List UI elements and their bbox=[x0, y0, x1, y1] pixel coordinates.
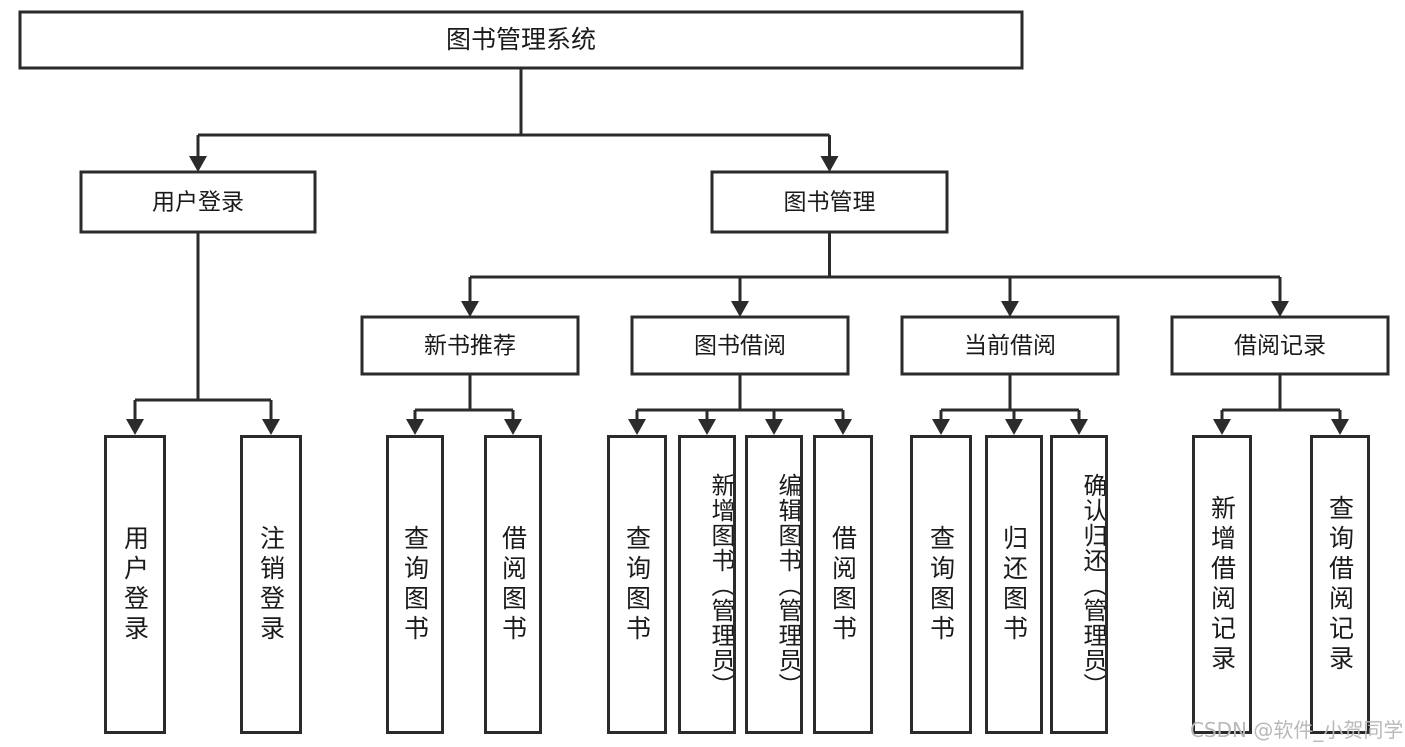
arrow-to-leaf-borrow-book-1 bbox=[504, 410, 522, 435]
arrow-to-book-manage bbox=[820, 135, 839, 172]
arrow-to-leaf-borrow-book-2 bbox=[834, 410, 852, 435]
leaf-label-leaf-user-login: 用户登录 bbox=[120, 524, 150, 645]
arrow-to-current-borrow bbox=[1001, 277, 1019, 317]
node-label-book-manage: 图书管理 bbox=[784, 190, 876, 216]
arrow-to-user-login bbox=[189, 135, 207, 172]
leaf-node-leaf-query-book-3[interactable]: 查询图书 bbox=[910, 435, 972, 734]
leaf-node-leaf-query-book-2[interactable]: 查询图书 bbox=[607, 435, 667, 734]
leaf-label-leaf-return-book: 归还图书 bbox=[999, 524, 1029, 645]
node-box-root bbox=[18, 10, 1024, 70]
node-label-borrow-record: 借阅记录 bbox=[1234, 333, 1326, 359]
node-label-current-borrow: 当前借阅 bbox=[964, 333, 1056, 359]
node-box-current-borrow bbox=[900, 315, 1120, 376]
leaf-label-leaf-query-book-3: 查询图书 bbox=[926, 524, 956, 645]
leaf-label-leaf-add-borrow-record: 新增借阅记录 bbox=[1207, 494, 1237, 675]
arrow-to-leaf-query-book-3 bbox=[932, 410, 950, 435]
leaf-label-leaf-borrow-book-2: 借阅图书 bbox=[828, 524, 858, 645]
arrow-to-leaf-query-book-1 bbox=[406, 410, 424, 435]
leaf-label-leaf-query-book-1: 查询图书 bbox=[400, 524, 430, 645]
leaf-label-leaf-confirm-return-admin: 确认归还（管理员） bbox=[1079, 473, 1107, 698]
node-box-book-borrow bbox=[630, 315, 850, 376]
node-label-root: 图书管理系统 bbox=[446, 25, 596, 54]
arrow-to-leaf-add-book-admin bbox=[698, 410, 716, 435]
leaf-node-leaf-query-book-1[interactable]: 查询图书 bbox=[386, 435, 444, 734]
arrow-to-borrow-record bbox=[1271, 277, 1289, 317]
watermark-label: CSDN @软件_小贺同学 bbox=[1190, 718, 1404, 742]
leaf-label-leaf-borrow-book-1: 借阅图书 bbox=[498, 524, 528, 645]
node-new-book-recommend[interactable]: 新书推荐 bbox=[360, 315, 580, 376]
arrow-to-leaf-logout bbox=[262, 400, 280, 435]
node-borrow-record[interactable]: 借阅记录 bbox=[1170, 315, 1390, 376]
arrow-to-leaf-edit-book-admin bbox=[765, 410, 783, 435]
leaf-label-leaf-query-book-2: 查询图书 bbox=[622, 524, 652, 645]
leaf-label-leaf-query-borrow-record: 查询借阅记录 bbox=[1325, 494, 1355, 675]
node-user-login[interactable]: 用户登录 bbox=[79, 170, 317, 234]
leaf-node-leaf-add-book-admin[interactable]: 新增图书（管理员） bbox=[678, 435, 736, 734]
node-box-book-manage bbox=[710, 170, 949, 234]
node-label-user-login: 用户登录 bbox=[152, 190, 244, 216]
arrow-to-new-book-recommend bbox=[461, 277, 479, 317]
node-label-book-borrow: 图书借阅 bbox=[694, 333, 786, 359]
node-box-borrow-record bbox=[1170, 315, 1390, 376]
arrow-to-leaf-return-book bbox=[1005, 410, 1023, 435]
arrow-to-book-borrow bbox=[731, 277, 749, 317]
node-label-new-book-recommend: 新书推荐 bbox=[424, 333, 516, 359]
leaf-node-leaf-confirm-return-admin[interactable]: 确认归还（管理员） bbox=[1050, 435, 1108, 734]
leaf-node-leaf-borrow-book-2[interactable]: 借阅图书 bbox=[813, 435, 873, 734]
arrow-to-leaf-user-login bbox=[126, 400, 144, 435]
node-current-borrow[interactable]: 当前借阅 bbox=[900, 315, 1120, 376]
leaf-node-leaf-logout[interactable]: 注销登录 bbox=[240, 435, 302, 734]
arrow-to-leaf-query-borrow-record bbox=[1331, 410, 1349, 435]
arrow-to-leaf-add-borrow-record bbox=[1213, 410, 1231, 435]
node-book-manage[interactable]: 图书管理 bbox=[710, 170, 949, 234]
leaf-node-leaf-edit-book-admin[interactable]: 编辑图书（管理员） bbox=[745, 435, 803, 734]
leaf-node-leaf-user-login[interactable]: 用户登录 bbox=[104, 435, 166, 734]
node-box-user-login bbox=[79, 170, 317, 234]
leaf-label-leaf-add-book-admin: 新增图书（管理员） bbox=[707, 473, 735, 698]
connectors-group bbox=[126, 68, 1349, 435]
leaf-label-leaf-edit-book-admin: 编辑图书（管理员） bbox=[774, 473, 802, 698]
leaf-node-leaf-add-borrow-record[interactable]: 新增借阅记录 bbox=[1192, 435, 1252, 734]
arrow-to-leaf-query-book-2 bbox=[628, 410, 646, 435]
leaf-label-leaf-logout: 注销登录 bbox=[256, 524, 286, 645]
node-box-new-book-recommend bbox=[360, 315, 580, 376]
node-root[interactable]: 图书管理系统 bbox=[18, 10, 1024, 70]
leaf-node-leaf-query-borrow-record[interactable]: 查询借阅记录 bbox=[1310, 435, 1370, 734]
leaf-node-leaf-return-book[interactable]: 归还图书 bbox=[985, 435, 1043, 734]
arrow-to-leaf-confirm-return-admin bbox=[1070, 410, 1088, 435]
leaf-node-leaf-borrow-book-1[interactable]: 借阅图书 bbox=[484, 435, 542, 734]
node-book-borrow[interactable]: 图书借阅 bbox=[630, 315, 850, 376]
